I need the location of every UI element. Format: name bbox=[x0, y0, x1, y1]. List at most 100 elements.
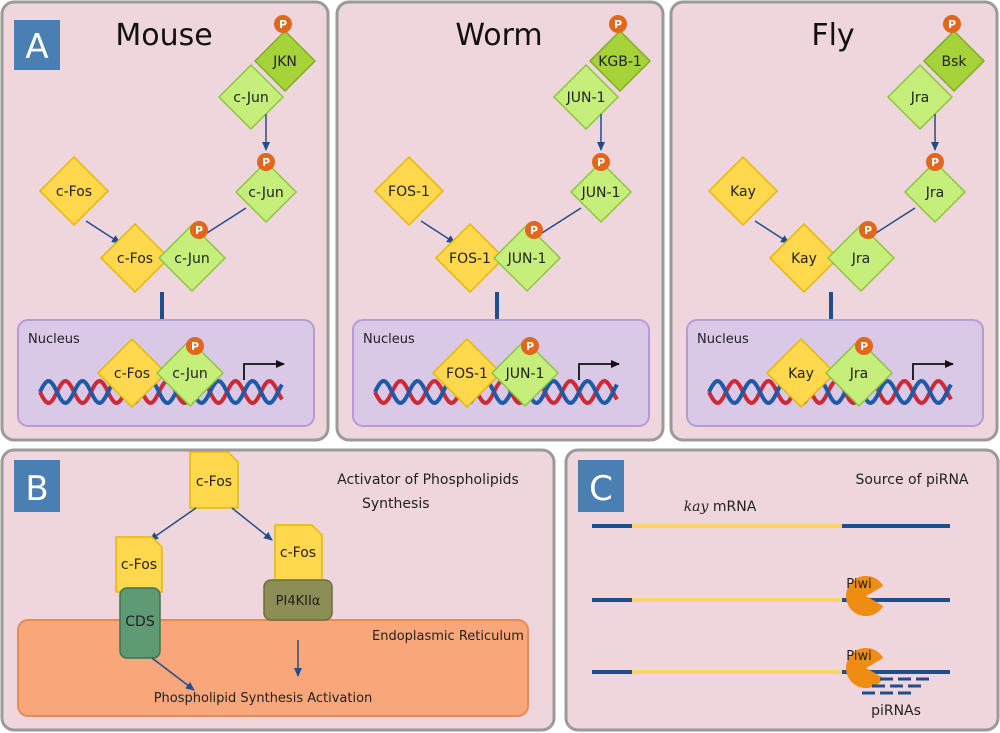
piwi-1 bbox=[845, 576, 884, 616]
jun-top-shape bbox=[217, 63, 285, 131]
panel-b-title-line2: Synthesis bbox=[362, 496, 430, 512]
phospho-dimer-label: P bbox=[864, 224, 872, 237]
dimer-jun-label: c-Jun bbox=[174, 251, 209, 267]
nuclear-jun-shape bbox=[155, 338, 225, 408]
nuclear-jun-shape bbox=[824, 338, 894, 408]
nuclear-jun-label: Jra bbox=[849, 366, 868, 382]
phospho-kinase bbox=[274, 15, 292, 33]
arrow-fos-to-dimer bbox=[85, 220, 121, 244]
nucleus-label: Nucleus bbox=[697, 332, 749, 347]
panel-c-frame bbox=[564, 448, 1000, 732]
nuclear-fos-shape bbox=[96, 337, 168, 409]
phospho-dimer bbox=[190, 221, 208, 239]
piwi-1-label: Piwi bbox=[846, 577, 871, 592]
fos-mid-label: Kay bbox=[730, 184, 756, 200]
nuclear-jun-label: JUN-1 bbox=[505, 366, 545, 382]
dimer-fos-shape bbox=[768, 222, 840, 294]
nuclear-jun-label: c-Jun bbox=[172, 366, 207, 382]
phospho-nuclear bbox=[855, 337, 873, 355]
phospho-jun-mid-label: P bbox=[262, 156, 270, 169]
kinase-shape bbox=[588, 29, 652, 93]
jun-mid-label: Jra bbox=[925, 185, 944, 201]
kinase-label: JKN bbox=[272, 54, 297, 70]
transcription-start-arrow bbox=[912, 360, 954, 380]
arrow-cds-to-activation bbox=[151, 657, 195, 691]
fos-mid-shape bbox=[373, 155, 445, 227]
cfos-top-label: c-Fos bbox=[196, 474, 232, 490]
dimer-jun-shape bbox=[826, 223, 896, 293]
phospho-kinase-label: P bbox=[948, 18, 956, 31]
phospho-jun-mid bbox=[926, 153, 944, 171]
panel-b-title-line1: Activator of Phospholipids bbox=[337, 472, 519, 488]
phospho-kinase-label: P bbox=[279, 18, 287, 31]
phospho-kinase bbox=[943, 15, 961, 33]
jun-mid-shape bbox=[569, 160, 633, 224]
phospho-dimer-label: P bbox=[530, 224, 538, 237]
phospho-kinase bbox=[609, 15, 627, 33]
panel-b-letter-box bbox=[14, 460, 60, 512]
phospho-dimer-label: P bbox=[195, 224, 203, 237]
mrna-label-italic: kay bbox=[684, 499, 710, 515]
cfos-pi4k-label: c-Fos bbox=[280, 545, 316, 561]
phospho-nuclear-label: P bbox=[526, 340, 534, 353]
mrna-label-rest: mRNA bbox=[708, 499, 756, 515]
panel-c-letter: C bbox=[589, 469, 613, 509]
panel-b: B Activator of Phospholipids Synthesis E… bbox=[0, 448, 556, 732]
fos-mid-label: FOS-1 bbox=[388, 184, 430, 200]
dimer-jun-shape bbox=[157, 223, 227, 293]
dimer-fos-label: Kay bbox=[791, 251, 817, 267]
organism-title: Fly bbox=[811, 18, 854, 53]
pirna-fragments bbox=[862, 677, 929, 695]
nucleus-label: Nucleus bbox=[28, 332, 80, 347]
jun-top-label: Jra bbox=[910, 90, 929, 106]
dna-strand-blue bbox=[38, 378, 284, 406]
fos-mid-label: c-Fos bbox=[56, 184, 92, 200]
phospho-nuclear bbox=[521, 337, 539, 355]
organism-title: Worm bbox=[455, 18, 542, 53]
dimer-fos-shape bbox=[99, 222, 171, 294]
phospho-nuclear bbox=[186, 337, 204, 355]
arrow-to-pi4k bbox=[231, 507, 273, 541]
panel-a-letter-box bbox=[14, 20, 60, 70]
arrow-fos-to-dimer bbox=[754, 220, 790, 244]
jun-mid-shape bbox=[903, 160, 967, 224]
phospho-dimer bbox=[859, 221, 877, 239]
cds-label: CDS bbox=[125, 614, 155, 630]
cfos-top-shape bbox=[189, 451, 239, 509]
phospho-jun-mid-label: P bbox=[597, 156, 605, 169]
jun-top-label: c-Jun bbox=[233, 90, 268, 106]
kinase-shape bbox=[922, 29, 986, 93]
panel-c-title: Source of piRNA bbox=[855, 472, 968, 488]
kinase-label: KGB-1 bbox=[598, 54, 642, 70]
piwi-2 bbox=[845, 648, 884, 689]
dna-strand-red bbox=[373, 378, 619, 406]
dimer-fos-shape bbox=[434, 222, 506, 294]
piwi-2-label: Piwi bbox=[846, 649, 871, 664]
phospho-jun-mid-label: P bbox=[931, 156, 939, 169]
phospho-jun-mid bbox=[592, 153, 610, 171]
panel-c: C Source of piRNA kay mRNA Piwi Piwi bbox=[564, 448, 1000, 732]
nucleus-label: Nucleus bbox=[363, 332, 415, 347]
fos-mid-shape bbox=[707, 155, 779, 227]
phospho-nuclear-label: P bbox=[191, 340, 199, 353]
panel-a-letter: A bbox=[25, 27, 48, 67]
kinase-shape bbox=[253, 29, 317, 93]
fos-mid-shape bbox=[38, 155, 110, 227]
pi4k-label: PI4KIIα bbox=[276, 594, 321, 609]
activation-label: Phospholipid Synthesis Activation bbox=[154, 691, 373, 706]
transcription-start-arrow bbox=[243, 360, 285, 380]
panel-b-letter: B bbox=[25, 469, 48, 509]
dna-strand-red bbox=[707, 378, 953, 406]
jun-mid-shape bbox=[234, 160, 298, 224]
dimer-jun-label: Jra bbox=[851, 251, 870, 267]
cfos-pi4k-shape bbox=[274, 524, 323, 583]
jun-top-label: JUN-1 bbox=[566, 90, 606, 106]
dna-strand-red bbox=[38, 378, 284, 406]
nuclear-fos-label: Kay bbox=[788, 366, 814, 382]
phospho-nuclear-label: P bbox=[860, 340, 868, 353]
panel-c-letter-box bbox=[578, 460, 624, 512]
mrna-label: kay mRNA bbox=[684, 499, 757, 515]
